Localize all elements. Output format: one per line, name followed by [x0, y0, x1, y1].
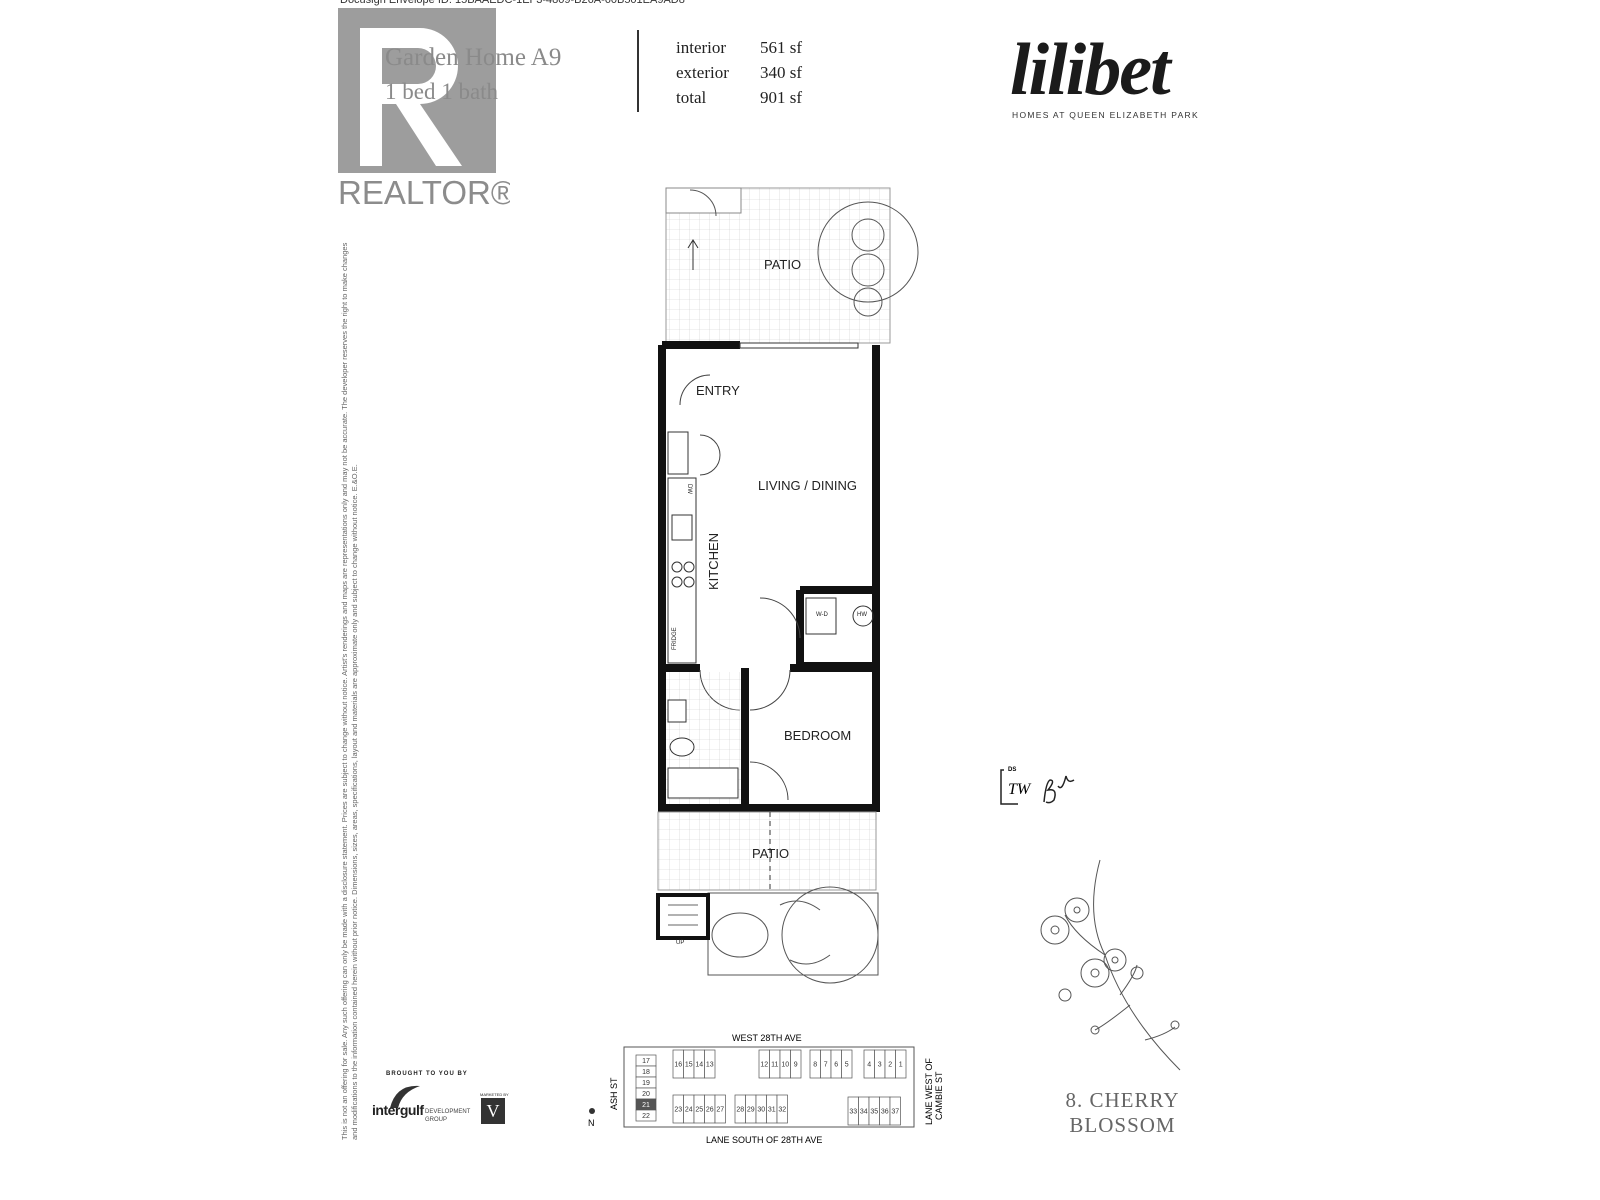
brought-to-you-label: BROUGHT TO YOU BY	[386, 1071, 468, 1077]
realtor-watermark: REALTOR®	[338, 8, 510, 211]
site-unit-label: 27	[716, 1107, 724, 1114]
site-unit-label: 8	[813, 1062, 817, 1069]
site-unit-label: 34	[860, 1109, 868, 1116]
site-unit-5	[841, 1049, 853, 1079]
lower-patio	[657, 811, 877, 891]
disclaimer: This is not an offering for sale. Any su…	[340, 242, 359, 1140]
site-unit-label: 31	[768, 1107, 776, 1114]
lilibet-logo: lilibet	[1010, 29, 1171, 111]
site-unit-label: 30	[757, 1107, 765, 1114]
intergulf-swoosh-icon	[390, 1085, 420, 1108]
site-unit-label: 37	[891, 1109, 899, 1116]
up-label: UP	[676, 940, 685, 946]
marketer-logo: V	[481, 1098, 505, 1124]
cherry-blossom-illustration	[1040, 859, 1181, 1071]
initials-signature: DS TW	[1000, 767, 1075, 805]
site-unit-label: 16	[674, 1062, 682, 1069]
site-unit-label: 28	[736, 1107, 744, 1114]
unit-layout: 1 bed 1 bath	[385, 79, 499, 104]
site-unit-label: 11	[771, 1062, 778, 1069]
site-unit-label: 20	[642, 1091, 650, 1098]
svg-text:LANE SOUTH OF 28TH AVE: LANE SOUTH OF 28TH AVE	[706, 1135, 822, 1145]
site-unit-1	[895, 1049, 907, 1079]
site-unit-9	[790, 1049, 802, 1079]
dw-label: DW	[686, 484, 692, 494]
site-unit-label: 5	[845, 1062, 849, 1069]
site-unit-label: 9	[794, 1062, 798, 1069]
site-unit-label: 18	[642, 1069, 650, 1076]
floor-plan	[656, 187, 919, 984]
site-unit-label: 7	[824, 1062, 828, 1069]
site-unit-label: 36	[881, 1109, 889, 1116]
site-unit-label: 12	[760, 1062, 768, 1069]
site-unit-label: 24	[685, 1107, 693, 1114]
site-unit-label: 21	[642, 1102, 650, 1109]
site-unit-label: 15	[685, 1062, 693, 1069]
site-unit-27	[714, 1094, 726, 1124]
room-label-patio-bottom: PATIO	[752, 846, 790, 861]
site-unit-label: 17	[642, 1058, 650, 1065]
fridge-label: FRIDGE	[672, 627, 678, 650]
site-unit-label: 1	[899, 1062, 903, 1069]
garden	[707, 892, 879, 976]
wd-label: W-D	[816, 612, 828, 618]
site-unit-label: 4	[867, 1062, 871, 1069]
marketed-by-label: MARKETED BY	[480, 1092, 509, 1097]
tree-top	[817, 201, 919, 317]
site-unit-label: 26	[706, 1107, 714, 1114]
svg-text:REALTOR®: REALTOR®	[338, 174, 510, 211]
hw-label: HW	[857, 612, 867, 618]
site-unit-37	[889, 1096, 901, 1126]
svg-text:N: N	[588, 1118, 595, 1128]
site-unit-label: 13	[706, 1062, 714, 1069]
svg-text:CAMBIE ST: CAMBIE ST	[934, 1071, 944, 1120]
unit-walls	[658, 341, 880, 812]
site-unit-label: 3	[878, 1062, 882, 1069]
site-unit-label: 10	[781, 1062, 789, 1069]
site-unit-label: 33	[849, 1109, 857, 1116]
svg-text:WEST 28TH AVE: WEST 28TH AVE	[732, 1033, 802, 1043]
brand-tagline: HOMES AT QUEEN ELIZABETH PARK	[1012, 110, 1199, 120]
header-divider	[637, 30, 639, 112]
room-label-kitchen: KITCHEN	[706, 532, 721, 590]
site-unit-label: 29	[747, 1107, 755, 1114]
site-unit-label: 25	[695, 1107, 703, 1114]
site-unit-13	[704, 1049, 716, 1079]
svg-text:DS: DS	[1008, 767, 1016, 773]
room-label-bedroom: BEDROOM	[784, 728, 852, 743]
unit-name: Garden Home A9	[385, 44, 562, 71]
svg-text:TW: TW	[1008, 781, 1032, 798]
site-map: WEST 28TH AVE LANE SOUTH OF 28TH AVE ASH…	[588, 1033, 944, 1145]
site-unit-label: 22	[642, 1113, 650, 1120]
svg-text:ASH ST: ASH ST	[609, 1077, 619, 1110]
room-label-patio-top: PATIO	[764, 257, 802, 272]
site-unit-label: 35	[870, 1109, 878, 1116]
svg-text:LANE WEST OF: LANE WEST OF	[924, 1058, 934, 1125]
site-unit-label: 23	[674, 1107, 682, 1114]
site-unit-22	[635, 1109, 657, 1122]
site-unit-32	[776, 1094, 788, 1124]
room-label-living-dining: LIVING / DINING	[758, 478, 857, 493]
site-unit-label: 14	[695, 1062, 703, 1069]
site-unit-label: 19	[642, 1080, 650, 1087]
developer-logo: intergulf	[372, 1102, 424, 1118]
site-unit-label: 32	[778, 1107, 786, 1114]
room-label-entry: ENTRY	[696, 383, 740, 398]
envelope-id: Docusign Envelope ID: 15BAAEDC-1EF3-4809…	[340, 0, 685, 6]
site-unit-label: 6	[834, 1062, 838, 1069]
site-unit-label: 2	[888, 1062, 892, 1069]
